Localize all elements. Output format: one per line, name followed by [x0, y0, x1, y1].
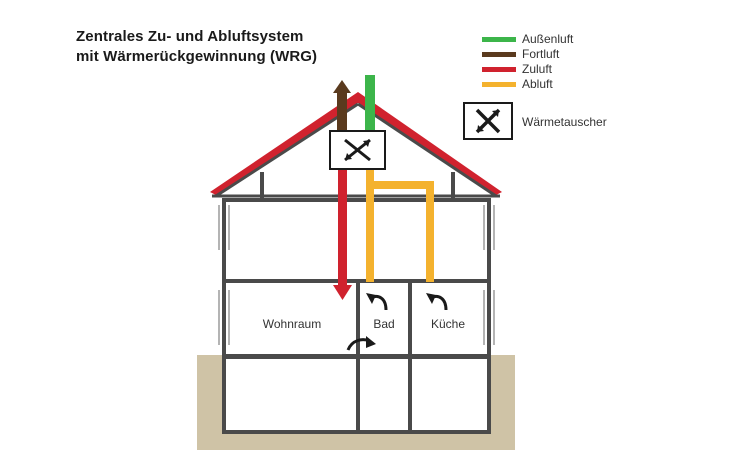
heat-exchanger-icon: [463, 102, 513, 140]
legend-item-fortluft: Fortluft: [482, 47, 573, 62]
legend-label-abluft: Abluft: [522, 77, 553, 91]
zuluft-duct: [333, 165, 352, 300]
legend: Außenluft Fortluft Zuluft Abluft: [482, 32, 573, 92]
legend-swatch-abluft: [482, 82, 516, 87]
legend-swatch-zuluft: [482, 67, 516, 72]
legend-swatch-fortluft: [482, 52, 516, 57]
title-line-2: mit Wärmerückgewinnung (WRG): [76, 48, 318, 65]
heat-exchanger-label: Wärmetauscher: [522, 115, 607, 129]
legend-label-zuluft: Zuluft: [522, 62, 553, 76]
windows: [218, 205, 495, 345]
title-line-1: Zentrales Zu- und Abluftsystem: [76, 28, 304, 45]
legend-item-aussenluft: Außenluft: [482, 32, 573, 47]
room-label-kueche: Küche: [430, 317, 466, 331]
legend-label-aussenluft: Außenluft: [522, 32, 574, 46]
legend-item-abluft: Abluft: [482, 77, 573, 92]
airflow-arrow-hallway: [346, 336, 376, 351]
house-walls: [222, 172, 491, 358]
room-label-bad: Bad: [373, 317, 395, 331]
airflow-arrow-bath: [366, 293, 388, 311]
fortluft-duct: [333, 80, 351, 137]
legend-swatch-aussenluft: [482, 37, 516, 42]
roof: [210, 92, 502, 198]
legend-item-zuluft: Zuluft: [482, 62, 573, 77]
basement: [222, 355, 491, 434]
airflow-arrow-kitchen: [426, 293, 448, 311]
aussenluft-duct: [365, 75, 375, 135]
legend-label-fortluft: Fortluft: [522, 47, 560, 61]
abluft-duct: [366, 165, 434, 282]
attic-heat-exchanger-icon: [329, 130, 386, 170]
room-label-wohnraum: Wohnraum: [262, 317, 322, 331]
diagram-title: Zentrales Zu- und Abluftsystem mit Wärme…: [76, 27, 317, 67]
